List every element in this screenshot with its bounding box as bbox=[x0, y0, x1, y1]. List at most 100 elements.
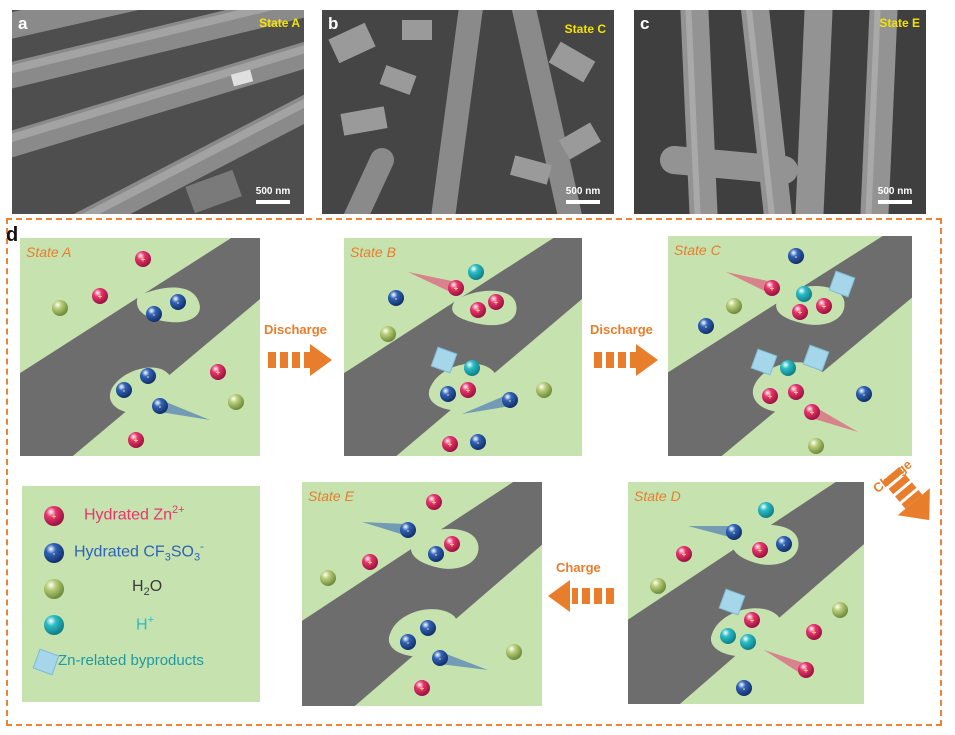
cf-ion bbox=[726, 524, 742, 540]
zn-sign: + bbox=[794, 388, 799, 397]
zn-ion bbox=[816, 298, 832, 314]
zn-sign: + bbox=[466, 386, 471, 395]
legend-cf-sub2: 3 bbox=[193, 551, 201, 564]
zn-ion bbox=[788, 384, 804, 400]
electrode-band bbox=[668, 236, 912, 456]
byproduct-crystal bbox=[32, 648, 60, 676]
electrolyte-pocket bbox=[710, 608, 783, 657]
zn-sign: + bbox=[758, 546, 763, 555]
ion-trail bbox=[462, 394, 512, 414]
zn-ion bbox=[470, 302, 486, 318]
zn-ion bbox=[806, 624, 822, 640]
sem-texture-b bbox=[322, 10, 614, 214]
state-c-panel: ++-++-++- State C bbox=[668, 236, 912, 456]
h2o-ion bbox=[650, 578, 666, 594]
cf-ion bbox=[152, 398, 168, 414]
cf-sign: - bbox=[447, 390, 450, 399]
legend-h-text: H bbox=[136, 616, 148, 634]
zn-ion bbox=[798, 662, 814, 678]
sem-image-a: a State A 500 nm bbox=[12, 10, 304, 214]
zn-sign: + bbox=[141, 255, 146, 264]
h-ion bbox=[740, 634, 756, 650]
h-ion bbox=[796, 286, 812, 302]
cf-sign: - bbox=[743, 684, 746, 693]
scale-bar-b bbox=[566, 200, 600, 204]
ion-trail bbox=[438, 652, 488, 670]
ion-trail bbox=[158, 400, 210, 420]
h-ion bbox=[720, 628, 736, 644]
cf-sign: - bbox=[795, 252, 798, 261]
zn-sign: + bbox=[134, 436, 139, 445]
legend-symbols: +- bbox=[32, 506, 64, 676]
cf-sign: - bbox=[863, 390, 866, 399]
panel-label-c: c bbox=[640, 14, 650, 33]
state-d-panel: -++-+++- State D bbox=[628, 482, 864, 704]
cf-ion bbox=[736, 680, 752, 696]
h-ion bbox=[468, 264, 484, 280]
zn-ion bbox=[426, 494, 442, 510]
zn-sign: + bbox=[432, 498, 437, 507]
zn-ion bbox=[44, 506, 64, 526]
h2o-ion bbox=[506, 644, 522, 660]
zn-sign: + bbox=[812, 628, 817, 637]
state-label-b: State C bbox=[564, 22, 606, 36]
state-e-panel: --++-+--+ State E bbox=[302, 482, 542, 706]
cf-sign: - bbox=[159, 402, 162, 411]
cf-ion bbox=[502, 392, 518, 408]
zn-sign: + bbox=[810, 408, 815, 417]
scale-text-b: 500 nm bbox=[565, 186, 601, 197]
cf-ion bbox=[116, 382, 132, 398]
arrow-label-bc: Discharge bbox=[590, 322, 653, 337]
h2o-ion bbox=[808, 438, 824, 454]
zn-ion bbox=[414, 680, 430, 696]
legend-h2o-text2: O bbox=[149, 578, 163, 595]
cf-sign: - bbox=[427, 624, 430, 633]
sem-texture-c bbox=[634, 10, 926, 214]
h2o-ion bbox=[228, 394, 244, 410]
legend-cf-text1: Hydrated CF bbox=[74, 543, 165, 561]
zn-ion bbox=[762, 388, 778, 404]
zn-sign: + bbox=[216, 368, 221, 377]
zn-sign: + bbox=[750, 616, 755, 625]
sem-texture-a bbox=[12, 10, 304, 214]
h2o-ion bbox=[832, 602, 848, 618]
h2o-ion bbox=[320, 570, 336, 586]
h2o-ion bbox=[44, 579, 64, 599]
cf-sign: - bbox=[153, 310, 156, 319]
state-label-c: State E bbox=[879, 16, 920, 30]
cf-ion bbox=[432, 650, 448, 666]
state-b-title: State B bbox=[350, 244, 396, 260]
cf-ion bbox=[470, 434, 486, 450]
cf-sign: - bbox=[177, 298, 180, 307]
cf-ion bbox=[856, 386, 872, 402]
zn-ion bbox=[444, 536, 460, 552]
legend-byproduct-text: Zn-related byproducts bbox=[58, 652, 204, 669]
electrode-band bbox=[302, 482, 542, 706]
cf-sign: - bbox=[407, 638, 410, 647]
zn-sign: + bbox=[768, 392, 773, 401]
legend-h2o-label: H2O bbox=[132, 578, 162, 598]
cf-ion bbox=[440, 386, 456, 402]
legend-h-sup: + bbox=[147, 614, 154, 626]
legend: +- Hydrated Zn2+ Hydrated CF3SO3- H2O H+… bbox=[22, 486, 260, 702]
zn-ion bbox=[135, 251, 151, 267]
cf-ion bbox=[788, 248, 804, 264]
zn-ion bbox=[128, 432, 144, 448]
ion-trail bbox=[726, 272, 774, 294]
state-b-panel: +--++-++- State B bbox=[344, 238, 582, 456]
electrode-band bbox=[344, 238, 582, 456]
legend-zn-label: Hydrated Zn2+ bbox=[84, 504, 185, 524]
cf-ion bbox=[44, 543, 64, 563]
electrolyte-pocket bbox=[411, 528, 479, 569]
byproduct-crystal bbox=[718, 588, 746, 616]
h2o-ion bbox=[726, 298, 742, 314]
zn-sign: + bbox=[454, 284, 459, 293]
cf-sign: - bbox=[439, 654, 442, 663]
arrow-label-ab: Discharge bbox=[264, 322, 327, 337]
state-label-a: State A bbox=[259, 16, 300, 30]
zn-sign: + bbox=[804, 666, 809, 675]
electrode-band bbox=[20, 238, 260, 456]
electrode-band bbox=[628, 482, 864, 704]
cf-sign: - bbox=[147, 372, 150, 381]
zn-ion bbox=[676, 546, 692, 562]
